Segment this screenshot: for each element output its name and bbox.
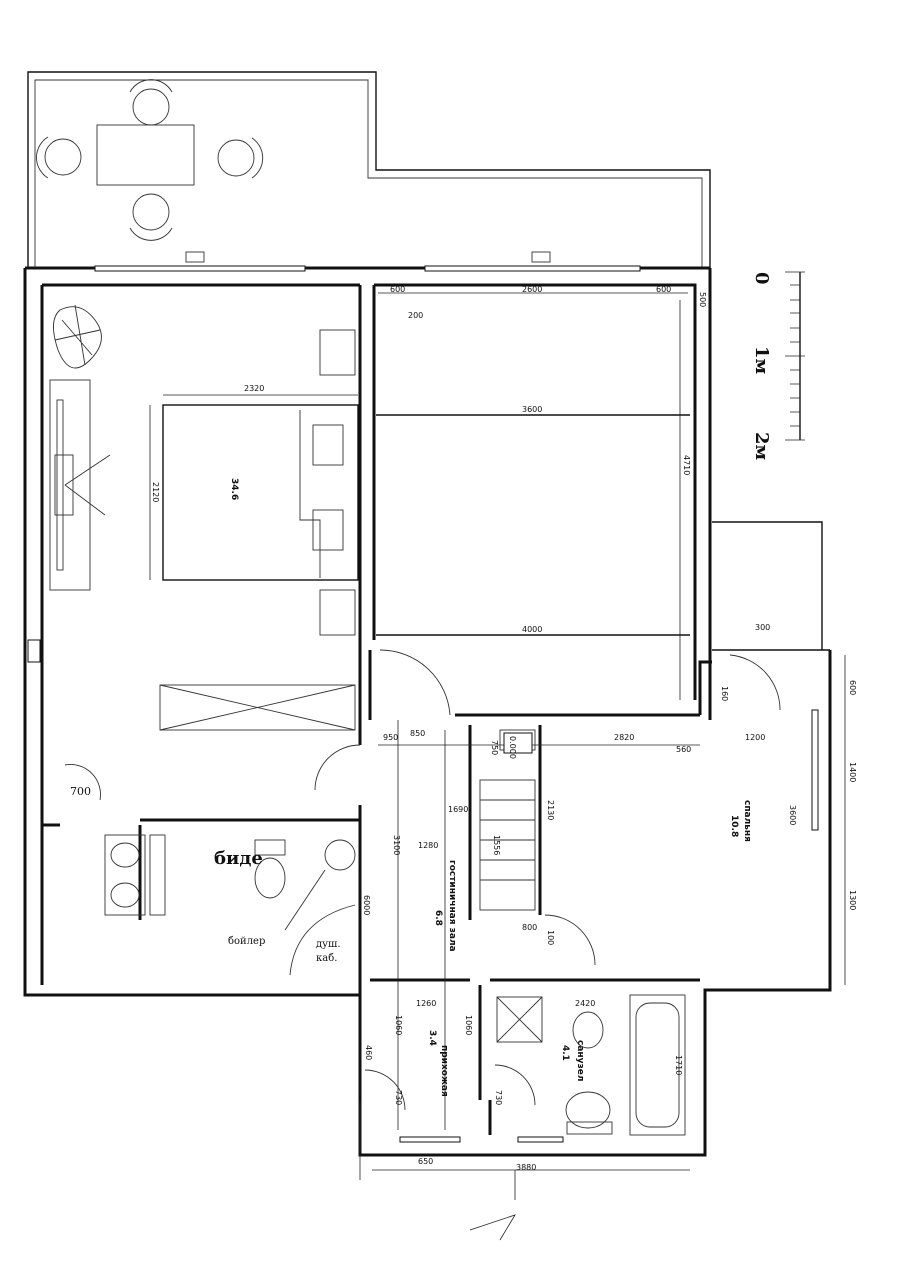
- dim-300: 300: [755, 623, 770, 632]
- scale-zero-label: 0: [751, 272, 772, 285]
- shower-label-1: душ.: [316, 939, 341, 950]
- dim-2820: 2820: [614, 733, 634, 742]
- dim-700: 700: [70, 785, 91, 798]
- dim-1400-r: 1400: [848, 762, 857, 782]
- scale-2m-label: 2м: [751, 432, 772, 461]
- dim-750: 750: [490, 740, 499, 755]
- dim-2320: 2320: [244, 384, 264, 393]
- scale-bar: [785, 271, 805, 441]
- dim-460: 460: [364, 1045, 373, 1060]
- hall-stairs: [314, 649, 781, 1130]
- dim-500: 500: [698, 292, 707, 307]
- hall-name: гостиничная зала: [447, 860, 457, 952]
- bathroom-left: [64, 764, 356, 976]
- dim-1280: 1280: [418, 841, 438, 850]
- shower-label-2: каб.: [316, 953, 337, 964]
- dim-2420: 2420: [575, 999, 595, 1008]
- dim-650: 650: [418, 1157, 433, 1166]
- dim-600-r: 600: [848, 680, 857, 695]
- bath-area: 4.1: [560, 1045, 570, 1061]
- inner-walls: [42, 283, 712, 1155]
- bidet-label: биде: [214, 848, 263, 869]
- dim-1690: 1690: [448, 805, 468, 814]
- bedroom-1: [49, 304, 359, 731]
- dim-6000: 6000: [362, 895, 371, 915]
- dim-100: 100: [546, 930, 555, 945]
- dim-1556: 1556: [492, 835, 501, 855]
- dim-3880: 3880: [516, 1163, 536, 1172]
- dim-2130: 2130: [546, 800, 555, 820]
- entry-name: прихожая: [439, 1045, 449, 1097]
- scale-1m-label: 1м: [751, 346, 772, 375]
- outer-walls: [23, 265, 832, 1157]
- bathroom-right: [364, 994, 686, 1136]
- dim-3100: 3100: [392, 835, 401, 855]
- bath-name: санузел: [575, 1040, 585, 1081]
- dim-730-b: 730: [494, 1090, 503, 1105]
- hall-area: 6.8: [433, 910, 443, 926]
- dim-1260: 1260: [416, 999, 436, 1008]
- dim-600-a: 600: [390, 285, 405, 294]
- dim-950: 950: [383, 733, 398, 742]
- balcony: [27, 71, 711, 268]
- dim-3600-r: 3600: [788, 805, 797, 825]
- dim-800: 800: [522, 923, 537, 932]
- boiler-label: бойлер: [228, 936, 265, 947]
- dim-1060: 1060: [394, 1015, 403, 1035]
- bedroom2-area: 10.8: [729, 815, 739, 837]
- dim-1200: 1200: [745, 733, 765, 742]
- dim-2600: 2600: [522, 285, 542, 294]
- dim-160: 160: [720, 686, 729, 701]
- dim-2120: 2120: [151, 482, 160, 502]
- dim-4710: 4710: [682, 455, 691, 475]
- dim-4000: 4000: [522, 625, 542, 634]
- level-mark: 0.000: [508, 736, 517, 759]
- dim-1060-b: 1060: [464, 1015, 473, 1035]
- dim-200: 200: [408, 311, 423, 320]
- dim-730: 730: [394, 1090, 403, 1105]
- dim-1710: 1710: [674, 1055, 683, 1075]
- dim-600-b: 600: [656, 285, 671, 294]
- level-mark-box: [503, 732, 533, 754]
- dim-1300-r: 1300: [848, 890, 857, 910]
- dim-560: 560: [676, 745, 691, 754]
- bedroom-main-area: 34.6: [229, 478, 239, 500]
- entry-area: 3.4: [427, 1030, 437, 1046]
- dimension-lines: [359, 292, 846, 1241]
- bedroom2-name: спальня: [742, 800, 752, 842]
- dim-850: 850: [410, 729, 425, 738]
- dim-3600: 3600: [522, 405, 542, 414]
